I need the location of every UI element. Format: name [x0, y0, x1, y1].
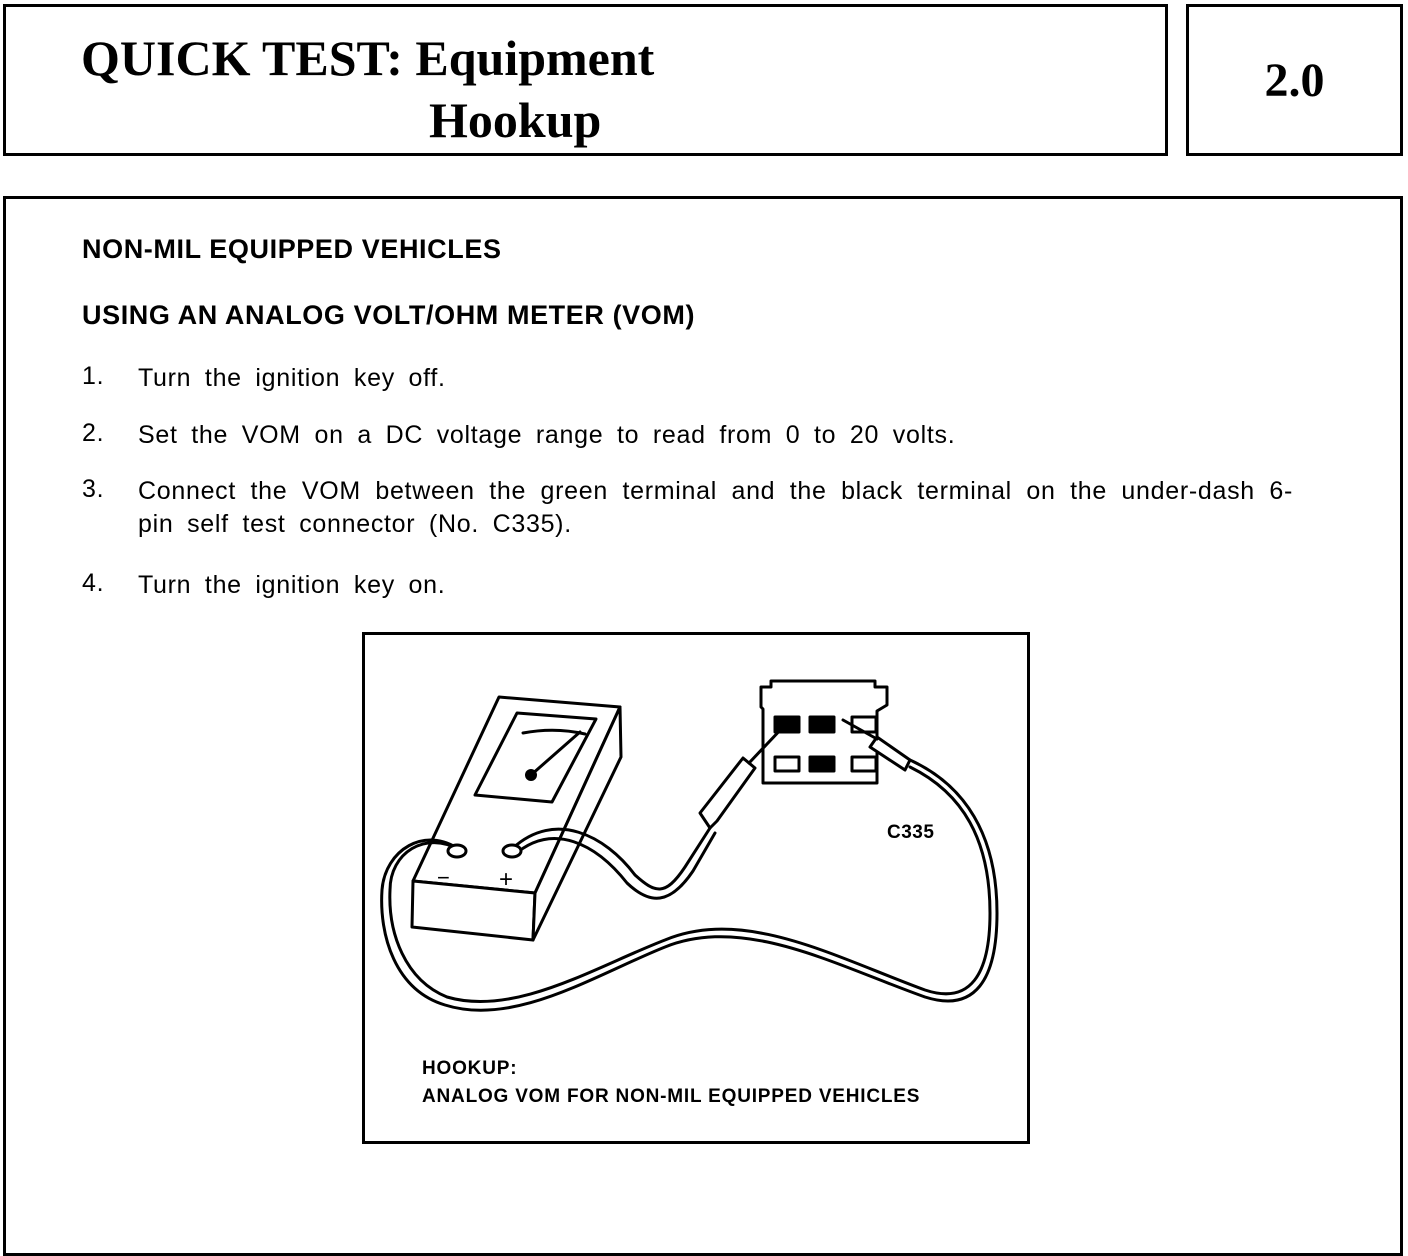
needle-pivot-icon: [525, 769, 537, 781]
figure-caption-title: HOOKUP:: [422, 1058, 518, 1079]
negative-probe: [868, 735, 912, 772]
step-text: Turn the ignition key on.: [138, 571, 446, 599]
subheading-analog-vom: USING AN ANALOG VOLT/OHM METER (VOM): [82, 300, 696, 330]
analog-meter-icon: [410, 695, 623, 942]
step-text: Connect the VOM between the green termin…: [138, 477, 1293, 538]
page-title-line-1: QUICK TEST: Equipment: [81, 30, 655, 86]
step-number: 3.: [82, 475, 105, 503]
page-title-line-2: Hookup: [429, 92, 602, 148]
hookup-diagram: − +: [380, 679, 999, 1012]
minus-jack-icon: [446, 843, 468, 859]
negative-test-lead: [380, 758, 999, 1012]
meter-plus-sign: +: [499, 866, 513, 893]
step-text: Set the VOM on a DC voltage range to rea…: [138, 421, 956, 449]
step-number: 1.: [82, 362, 105, 390]
connector-label: C335: [887, 822, 935, 843]
plus-jack-icon: [501, 843, 523, 859]
step-number: 2.: [82, 419, 105, 447]
meter-minus-sign: −: [437, 865, 450, 890]
connector-c335-icon: [759, 679, 889, 785]
hookup-figure: − + C335 HOOKUP: ANALOG VOM FOR NON-MIL …: [362, 632, 1030, 1144]
title-box: QUICK TEST: Equipment Hookup: [3, 4, 1168, 156]
step-number: 4.: [82, 569, 105, 597]
content-box: NON-MIL EQUIPPED VEHICLES USING AN ANALO…: [3, 196, 1403, 1256]
step-text: Turn the ignition key off.: [138, 364, 446, 392]
section-number-box: 2.0: [1186, 4, 1403, 156]
positive-test-lead: [511, 826, 712, 891]
section-heading-non-mil: NON-MIL EQUIPPED VEHICLES: [82, 234, 502, 264]
figure-caption-text: ANALOG VOM FOR NON-MIL EQUIPPED VEHICLES: [422, 1086, 921, 1107]
section-number: 2.0: [1264, 53, 1325, 107]
